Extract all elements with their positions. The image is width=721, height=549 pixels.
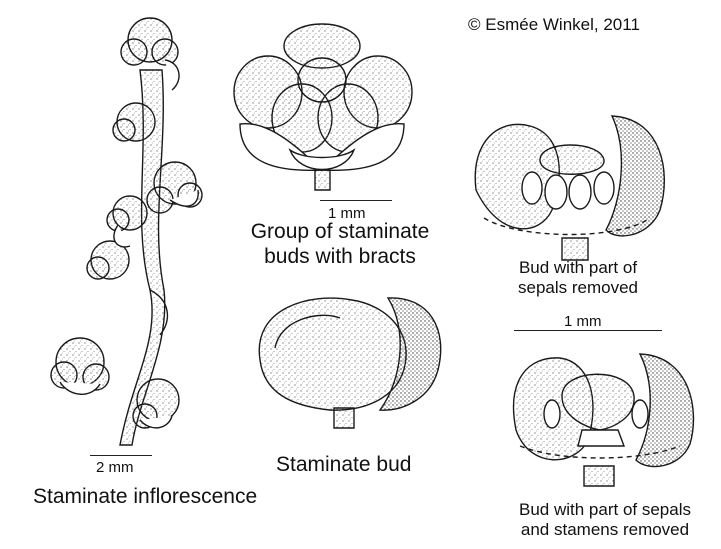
stamens-removed-caption-line1: Bud with part of sepals (519, 500, 691, 519)
sepals-removed-caption-line1: Bud with part of (518, 258, 638, 277)
scale-bar-group (320, 200, 392, 201)
inflorescence-scale-label: 2 mm (96, 459, 134, 476)
stamens-removed-drawing (512, 353, 695, 487)
group-caption-line1: Group of staminate (250, 220, 430, 243)
group-caption: Group of staminate buds with bracts (230, 220, 450, 270)
sepals-removed-drawing (474, 115, 666, 261)
bud-caption: Staminate bud (276, 453, 412, 476)
stamens-removed-caption: Bud with part of sepals and stamens remo… (494, 500, 716, 540)
inflorescence-drawing (50, 17, 203, 446)
scale-bar-inflorescence (90, 455, 152, 456)
bud-group-drawing (233, 23, 413, 191)
scale-bar-sepals (514, 330, 662, 331)
stamens-removed-caption-line2: and stamens removed (520, 520, 690, 540)
copyright-notice: © Esmée Winkel, 2011 (468, 15, 640, 34)
sepals-removed-scale-label: 1 mm (564, 313, 602, 330)
sepals-removed-caption: Bud with part of sepals removed (494, 258, 662, 298)
group-scale-label: 1 mm (328, 205, 366, 222)
sepals-removed-caption-line2: sepals removed (517, 278, 638, 298)
inflorescence-caption: Staminate inflorescence (33, 485, 258, 508)
group-caption-line2: buds with bracts (264, 244, 416, 268)
staminate-bud-drawing (258, 297, 442, 429)
